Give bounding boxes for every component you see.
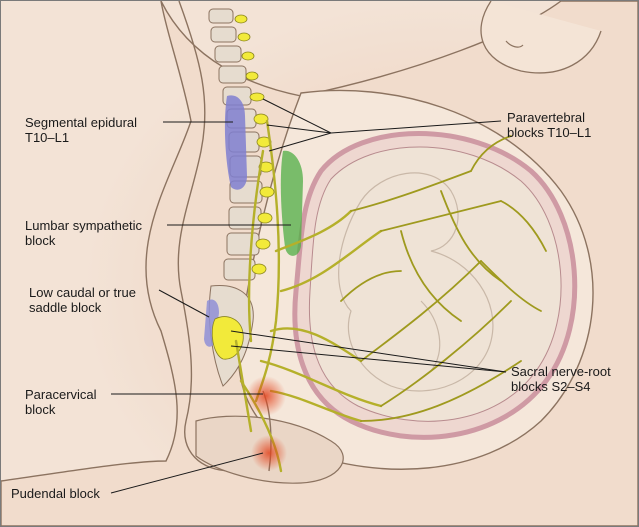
label-line: Pudendal block: [11, 486, 100, 501]
label-sacral-nerve-root: Sacral nerve-root blocks S2–S4: [511, 364, 611, 394]
ganglion: [252, 264, 266, 274]
paracervical-block-site: [246, 376, 286, 416]
vertebra: [209, 9, 233, 23]
vertebra: [211, 27, 236, 42]
vertebra: [227, 233, 259, 255]
label-line: Segmental epidural: [25, 115, 137, 130]
vertebra: [215, 46, 241, 62]
label-lumbar-sympathetic: Lumbar sympathetic block: [25, 218, 142, 248]
label-line: block: [25, 402, 97, 417]
ganglion: [256, 239, 270, 249]
ganglion: [254, 114, 268, 124]
ganglion: [260, 187, 274, 197]
label-line: Paravertebral: [507, 110, 591, 125]
label-paracervical: Paracervical block: [25, 387, 97, 417]
label-paravertebral: Paravertebral blocks T10–L1: [507, 110, 591, 140]
label-segmental-epidural: Segmental epidural T10–L1: [25, 115, 137, 145]
vertebra: [229, 207, 261, 229]
label-line: Paracervical: [25, 387, 97, 402]
ganglion: [250, 93, 264, 101]
vertebra: [219, 66, 246, 83]
pudendal-block-site: [251, 435, 287, 471]
ganglion: [238, 33, 250, 41]
label-line: Sacral nerve-root: [511, 364, 611, 379]
label-line: T10–L1: [25, 130, 137, 145]
label-line: Lumbar sympathetic: [25, 218, 142, 233]
label-pudendal: Pudendal block: [11, 486, 100, 501]
label-low-caudal: Low caudal or true saddle block: [29, 285, 136, 315]
ganglion: [258, 213, 272, 223]
label-line: saddle block: [29, 300, 136, 315]
label-line: Low caudal or true: [29, 285, 136, 300]
ganglion: [235, 15, 247, 23]
label-line: blocks T10–L1: [507, 125, 591, 140]
ganglion: [242, 52, 254, 60]
ganglion: [246, 72, 258, 80]
label-line: block: [25, 233, 142, 248]
label-line: blocks S2–S4: [511, 379, 611, 394]
